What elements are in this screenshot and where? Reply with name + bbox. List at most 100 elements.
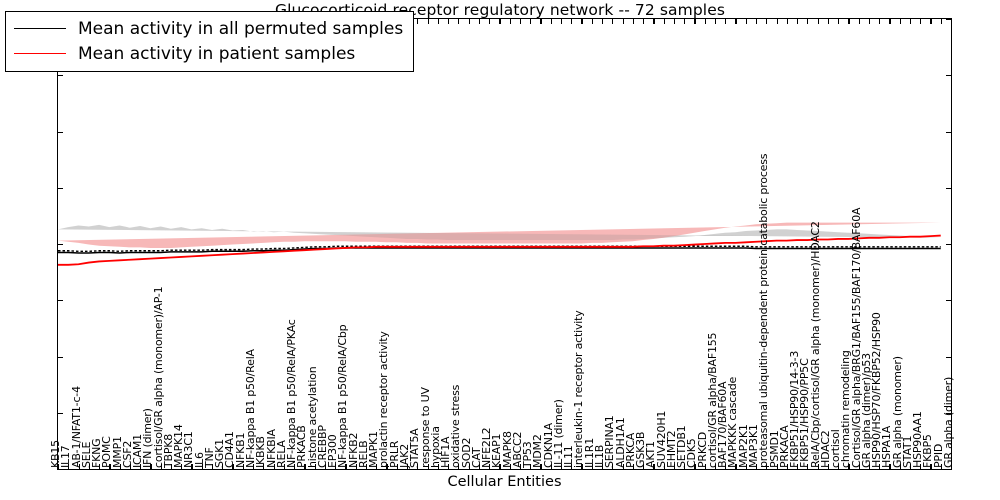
x-tick-mark <box>396 464 398 469</box>
x-tick-mark <box>88 464 90 469</box>
x-tick-mark <box>632 19 634 24</box>
x-tick-mark <box>294 464 296 469</box>
x-tick-mark <box>940 19 942 24</box>
x-tick-mark <box>909 19 912 24</box>
x-tick-mark <box>540 464 542 469</box>
x-tick-mark <box>68 464 70 469</box>
x-tick-mark <box>694 464 696 469</box>
x-tick-mark <box>612 464 614 469</box>
x-tick-mark <box>735 19 737 24</box>
x-tick-mark <box>417 19 419 24</box>
x-tick-mark <box>776 19 778 24</box>
x-tick-mark <box>673 19 676 24</box>
x-tick-mark <box>643 19 645 24</box>
x-tick-mark <box>704 19 706 24</box>
x-axis-label: Cellular Entities <box>447 474 562 490</box>
plot-area <box>57 18 952 470</box>
x-tick-mark <box>786 464 788 469</box>
x-tick-mark <box>817 464 819 469</box>
x-tick-mark <box>181 464 183 469</box>
x-tick-mark <box>489 19 491 24</box>
x-tick-mark <box>838 464 840 469</box>
x-tick-mark <box>550 464 552 469</box>
x-tick-mark <box>365 464 368 469</box>
x-tick-mark <box>920 19 922 24</box>
patient-confidence-band <box>58 222 941 248</box>
x-tick-mark <box>109 464 111 469</box>
patient-mean-line <box>58 234 941 266</box>
x-tick-mark <box>335 464 337 469</box>
legend-item: Mean activity in all permuted samples <box>14 16 403 41</box>
x-tick-mark <box>622 19 624 24</box>
x-tick-mark <box>489 464 491 469</box>
x-tick-mark <box>725 19 727 24</box>
x-tick-mark <box>530 464 532 469</box>
x-tick-mark <box>766 19 768 24</box>
x-tick-mark <box>324 464 327 469</box>
permuted-confidence-band-overlay <box>58 224 941 241</box>
x-tick-mark <box>940 464 942 469</box>
x-tick-mark <box>797 464 799 469</box>
x-tick-mark <box>930 464 932 469</box>
x-tick-mark <box>868 19 871 24</box>
x-tick-mark <box>848 19 850 24</box>
y-tick-mark <box>946 412 951 414</box>
x-tick-mark <box>684 464 686 469</box>
x-tick-mark <box>951 464 952 469</box>
x-tick-mark <box>817 19 819 24</box>
y-tick-mark <box>946 187 951 189</box>
x-tick-mark <box>786 19 788 24</box>
x-tick-mark <box>807 464 809 469</box>
x-tick-mark <box>848 464 850 469</box>
x-tick-mark <box>858 464 860 469</box>
x-tick-mark <box>191 464 193 469</box>
x-tick-mark <box>58 464 60 469</box>
x-tick-mark <box>448 19 450 24</box>
y-tick-mark <box>946 356 951 358</box>
legend-item: Mean activity in patient samples <box>14 41 403 66</box>
x-tick-mark <box>879 464 881 469</box>
x-tick-mark <box>232 464 234 469</box>
x-tick-mark <box>530 19 532 24</box>
x-tick-mark <box>653 19 655 24</box>
x-tick-mark <box>643 464 645 469</box>
y-tick-mark <box>946 75 951 77</box>
y-tick-mark <box>58 244 63 246</box>
y-tick-mark <box>58 356 63 358</box>
y-tick-mark <box>58 300 63 302</box>
x-tick-mark <box>427 464 429 469</box>
x-tick-mark <box>314 464 316 469</box>
x-tick-mark <box>201 464 203 469</box>
x-tick-mark <box>283 464 285 469</box>
x-tick-mark <box>581 19 583 24</box>
x-tick-mark <box>150 464 152 469</box>
x-tick-mark <box>704 464 706 469</box>
y-tick-mark <box>58 187 63 189</box>
x-tick-mark <box>427 19 429 24</box>
x-tick-mark <box>478 19 481 24</box>
x-tick-mark <box>632 464 634 469</box>
x-tick-mark <box>571 464 573 469</box>
y-tick-mark <box>58 131 63 133</box>
y-tick-mark <box>946 19 951 21</box>
x-tick-mark <box>519 19 522 24</box>
x-tick-mark <box>735 464 737 469</box>
x-tick-mark <box>345 464 347 469</box>
x-tick-mark <box>663 464 665 469</box>
x-tick-mark <box>879 19 881 24</box>
x-tick-mark <box>827 19 829 24</box>
x-tick-mark <box>602 464 604 469</box>
x-tick-mark <box>273 464 275 469</box>
x-tick-mark <box>745 464 747 469</box>
x-tick-mark <box>725 464 727 469</box>
x-tick-mark <box>386 464 388 469</box>
x-tick-mark <box>858 19 860 24</box>
x-tick-mark <box>930 19 932 24</box>
legend-label-patient: Mean activity in patient samples <box>78 43 356 64</box>
x-tick-mark <box>571 19 573 24</box>
x-tick-mark <box>868 464 871 469</box>
x-tick-mark <box>755 19 758 24</box>
x-tick-mark <box>468 19 470 24</box>
x-tick-mark <box>355 464 357 469</box>
x-tick-mark <box>827 464 829 469</box>
